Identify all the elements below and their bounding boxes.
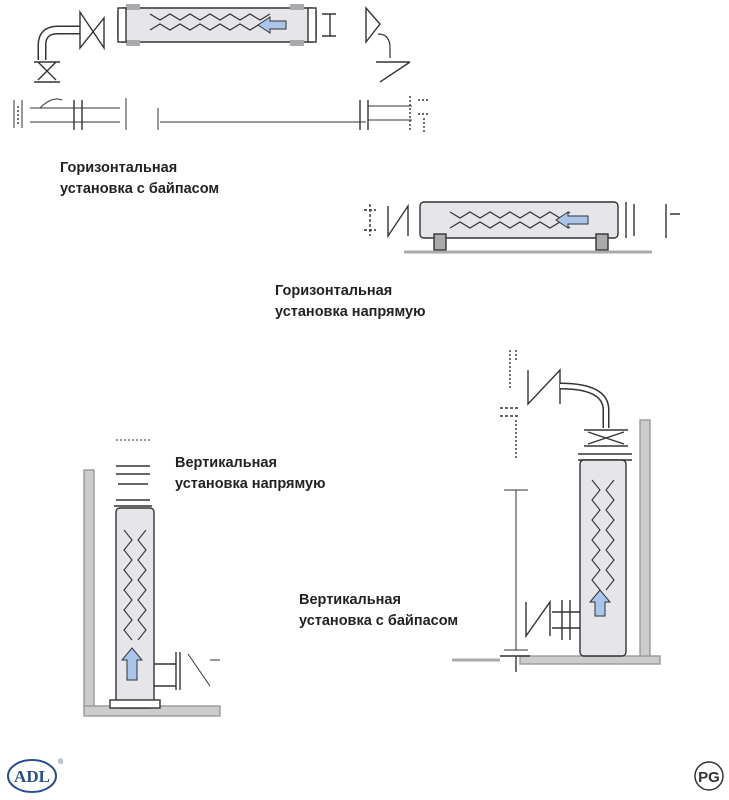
caption-line: установка с байпасом: [299, 613, 459, 629]
caption-line: установка напрямую: [275, 304, 426, 320]
water-heater-device: [419, 201, 619, 251]
water-heater-device: [117, 4, 317, 46]
caption-line: Вертикальная: [175, 455, 277, 471]
water-heater-device: [579, 459, 627, 657]
flow-arrow-icon: [555, 211, 589, 229]
caption-line: Горизонтальная: [275, 283, 393, 299]
flow-arrow-icon: [257, 16, 287, 34]
caption-horizontal-bypass: Горизонтальная установка с байпасом: [60, 158, 219, 200]
vertical-bypass-diagram: [452, 350, 661, 672]
caption-vertical-direct: Вертикальная установка напрямую: [175, 453, 326, 495]
svg-text:ADL: ADL: [14, 767, 50, 786]
floor: [519, 655, 661, 665]
valve-icon: [79, 9, 105, 51]
certification-mark-logo: PG: [692, 758, 726, 796]
horizontal-bypass-diagram: [13, 4, 430, 134]
adl-logo: ADL ®: [6, 756, 66, 796]
flow-arrow-icon: [120, 647, 144, 681]
caption-line: Вертикальная: [299, 592, 401, 608]
caption-vertical-bypass: Вертикальная установка с байпасом: [299, 590, 458, 632]
flow-arrow-icon: [588, 589, 612, 617]
svg-text:®: ®: [58, 758, 64, 766]
caption-line: установка напрямую: [175, 476, 326, 492]
caption-line: Горизонтальная: [60, 160, 178, 176]
caption-horizontal-direct: Горизонтальная установка напрямую: [275, 281, 426, 323]
wall: [639, 419, 651, 661]
svg-text:PG: PG: [698, 769, 720, 786]
vertical-direct-diagram: [83, 439, 221, 717]
horizontal-direct-diagram: [364, 201, 680, 254]
caption-line: установка с байпасом: [60, 181, 220, 197]
wall: [83, 469, 95, 711]
